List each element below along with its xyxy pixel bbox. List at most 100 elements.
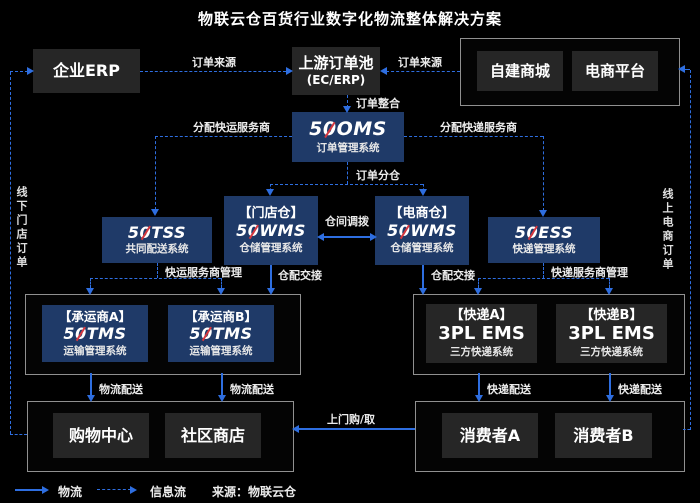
- line-order-split-stem: [347, 162, 348, 184]
- brand-3pl-ems-a: 3PL EMS: [438, 323, 525, 345]
- line-assign-freight-v: [155, 136, 156, 210]
- box-carrier-a: 【承运商A】 50TMS 运输管理系统: [42, 305, 148, 362]
- brand-char: 5: [309, 117, 323, 140]
- store-wms-subtitle: 仓储管理系统: [239, 241, 303, 254]
- box-ec-wms: 【电商仓】 50WMS 仓储管理系统: [375, 196, 469, 265]
- arrowhead-into-online-group: [678, 65, 685, 73]
- line-freight-mgmt-stem: [157, 263, 158, 278]
- legend-dashed-arrow: [97, 489, 131, 490]
- line-express-delivery-b: [609, 373, 611, 395]
- ec-platform-label: 电商平台: [584, 61, 645, 80]
- brand-zero-slash: 0: [247, 221, 260, 241]
- box-courier-b: 【快递B】 3PL EMS 三方快递系统: [556, 304, 667, 363]
- brand-char: WMS: [410, 221, 457, 241]
- brand-50oms: 50OMS: [309, 119, 387, 140]
- line-assign-freight-h: [155, 136, 292, 137]
- brand-char: OMS: [336, 117, 387, 140]
- consumer-b-label: 消费者B: [573, 425, 634, 445]
- brand-char: 5: [189, 323, 202, 343]
- carrier-b-tag: 【承运商B】: [184, 309, 258, 325]
- brand-char: 5: [514, 222, 527, 242]
- group-carriers: [25, 294, 301, 375]
- ec-wms-tag: 【电商仓】: [389, 206, 455, 222]
- group-stores: [27, 401, 294, 472]
- box-upstream-order-pool: 上游订单池 (EC/ERP): [292, 47, 380, 95]
- box-shopping-center: 购物中心: [53, 413, 149, 458]
- carrier-a-subtitle: 运输管理系统: [63, 344, 127, 357]
- arrowhead-express-a: [475, 395, 483, 402]
- legend-info-flow-label: 信息流: [150, 485, 187, 499]
- line-freight-mgmt-b: [221, 278, 222, 288]
- arrowhead-into-ec-wms: [419, 189, 427, 196]
- arrowhead-into-oms: [343, 106, 351, 113]
- brand-zero-slash: 0: [398, 221, 411, 241]
- diagram-title: 物联云仓百货行业数字化物流整体解决方案: [197, 10, 502, 28]
- brand-char: 5: [387, 221, 399, 241]
- group-consumers: [415, 401, 685, 472]
- arrowhead-into-ess: [539, 210, 547, 217]
- label-order-source-left: 订单来源: [192, 56, 236, 69]
- line-warehouse-transfer: [323, 236, 371, 238]
- label-order-merge: 订单整合: [356, 97, 400, 110]
- brand-zero-slash: 0: [75, 323, 87, 343]
- line-express-mgmt-h: [478, 278, 609, 279]
- line-online-loop-vertical: [690, 70, 691, 430]
- line-express-mgmt-a: [478, 278, 479, 288]
- label-express-delivery-b: 快递配送: [618, 383, 662, 396]
- arrowhead-into-store-wms: [266, 189, 274, 196]
- line-erp-to-pool: [140, 71, 286, 72]
- courier-a-tag: 【快递A】: [450, 307, 513, 323]
- brand-50wms-store: 50WMS: [236, 222, 306, 240]
- group-couriers: [413, 294, 685, 375]
- line-assign-express-v: [543, 136, 544, 211]
- box-store-wms: 【门店仓】 50WMS 仓储管理系统: [224, 196, 318, 265]
- box-ec-platform: 电商平台: [572, 51, 658, 91]
- line-handover-left: [270, 265, 272, 288]
- label-warehouse-transfer: 仓间调拨: [325, 215, 369, 228]
- box-community-store: 社区商店: [165, 413, 261, 458]
- order-pool-subtitle: (EC/ERP): [306, 72, 366, 87]
- order-pool-title: 上游订单池: [298, 54, 374, 73]
- arrowhead-express-b: [606, 395, 614, 402]
- label-handover-left: 仓配交接: [278, 269, 322, 282]
- oms-subtitle: 订单管理系统: [316, 141, 380, 154]
- line-pool-to-oms: [347, 95, 348, 108]
- line-online-loop-top: [684, 69, 690, 70]
- brand-50tms-b: 50TMS: [189, 325, 252, 343]
- line-express-delivery-a: [478, 373, 480, 395]
- arrowhead-into-pool-right: [380, 67, 387, 75]
- brand-zero-slash: 0: [526, 222, 539, 242]
- legend-dashed-arrowhead: [130, 486, 137, 494]
- label-freight-provider-mgmt: 快运服务商管理: [165, 266, 242, 279]
- line-order-split-right: [423, 184, 424, 191]
- legend-solid-arrowhead: [42, 486, 49, 494]
- courier-a-subtitle: 三方快递系统: [450, 345, 513, 358]
- box-self-built-mall: 自建商城: [477, 51, 563, 91]
- line-express-mgmt-stem: [543, 263, 544, 278]
- line-pickup: [298, 428, 415, 430]
- arrowhead-into-carrier-a: [86, 288, 94, 295]
- brand-char: ESS: [538, 222, 574, 242]
- store-wms-tag: 【门店仓】: [238, 206, 304, 222]
- box-ess: 50ESS 快递管理系统: [488, 217, 600, 263]
- arrowhead-logistics-b: [218, 395, 226, 402]
- label-order-source-right: 订单来源: [398, 56, 442, 69]
- enterprise-erp-label: 企业ERP: [53, 61, 120, 80]
- brand-char: WMS: [259, 221, 306, 241]
- line-offline-loop-bottom: [10, 434, 27, 435]
- label-pickup: 上门购/取: [327, 413, 376, 426]
- line-handover-right: [422, 265, 424, 288]
- arrowhead-transfer-left: [317, 233, 324, 241]
- label-order-split: 订单分仓: [356, 169, 400, 182]
- label-express-provider-mgmt: 快递服务商管理: [551, 266, 628, 279]
- legend-source-label: 来源：物联云仓: [212, 485, 297, 499]
- arrowhead-logistics-a: [87, 395, 95, 402]
- label-assign-freight: 分配快运服务商: [193, 121, 270, 134]
- arrowhead-into-tss: [151, 209, 159, 216]
- arrowhead-into-courier-a: [474, 288, 482, 295]
- brand-50tss: 50TSS: [128, 223, 186, 242]
- line-express-mgmt-b: [609, 278, 610, 288]
- line-offline-loop-top: [10, 71, 28, 72]
- brand-50wms-ec: 50WMS: [387, 222, 457, 240]
